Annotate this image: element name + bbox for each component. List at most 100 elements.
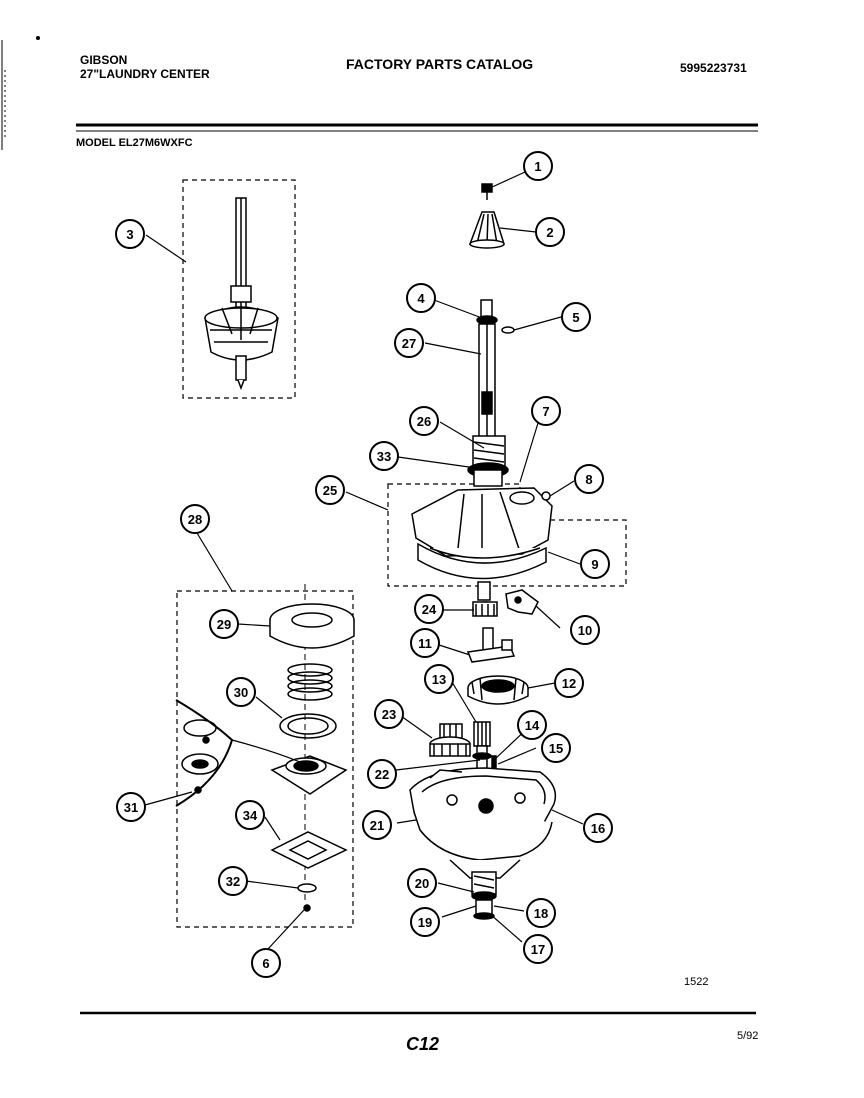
callout-26: 26 [409, 406, 439, 436]
callout-circle [531, 396, 561, 426]
callout-circle [209, 609, 239, 639]
callout-label: 6 [262, 956, 269, 971]
callout-10: 10 [570, 615, 600, 645]
callout-20: 20 [407, 868, 437, 898]
callout-circle [251, 948, 281, 978]
callout-label: 17 [531, 942, 545, 957]
callout-label: 20 [415, 876, 429, 891]
callout-4: 4 [406, 283, 436, 313]
callout-label: 31 [124, 800, 138, 815]
callout-circle [407, 868, 437, 898]
catalog-title: FACTORY PARTS CATALOG [346, 56, 534, 72]
callout-label: 27 [402, 336, 416, 351]
callout-label: 21 [370, 818, 384, 833]
callout-2: 2 [535, 217, 565, 247]
model-number: MODEL EL27M6WXFC [76, 137, 193, 149]
callout-30: 30 [226, 677, 256, 707]
callout-label: 5 [572, 310, 579, 325]
part-29-seal [269, 584, 355, 900]
leader-lines [144, 171, 584, 950]
part-23-gear [429, 723, 471, 757]
callout-32: 32 [218, 866, 248, 896]
box-part-28 [176, 590, 354, 928]
part-25-cover [411, 487, 553, 580]
callout-13: 13 [424, 664, 454, 694]
callout-33: 33 [369, 441, 399, 471]
scan-edge-marks [1, 36, 40, 150]
part-bearing-housing [270, 755, 348, 795]
callout-label: 16 [591, 821, 605, 836]
box-part-25 [387, 483, 627, 587]
callout-label: 4 [417, 291, 425, 306]
callout-31: 31 [116, 792, 146, 822]
part-10-cam [505, 589, 539, 615]
callout-19: 19 [410, 907, 440, 937]
callout-label: 12 [562, 676, 576, 691]
callout-label: 8 [585, 472, 592, 487]
callout-circle [367, 759, 397, 789]
callout-34: 34 [235, 800, 265, 830]
callout-16: 16 [583, 813, 613, 843]
callout-label: 22 [375, 767, 389, 782]
callout-label: 2 [546, 225, 553, 240]
callout-circle [580, 549, 610, 579]
part-24-pinion [472, 581, 498, 617]
callout-circle [414, 594, 444, 624]
callout-circle [424, 664, 454, 694]
callout-18: 18 [526, 898, 556, 928]
brand-block: GIBSON 27"LAUNDRY CENTER [80, 53, 210, 81]
callout-label: 18 [534, 906, 548, 921]
callout-22: 22 [367, 759, 397, 789]
callout-label: 13 [432, 672, 446, 687]
callout-15: 15 [541, 733, 571, 763]
callout-circle [115, 219, 145, 249]
product-name: 27"LAUNDRY CENTER [80, 67, 210, 81]
callout-circle [409, 406, 439, 436]
part-2-cap [468, 211, 506, 249]
gearcase-hub [471, 871, 497, 920]
print-date: 5/92 [737, 1030, 759, 1042]
callout-circle [523, 151, 553, 181]
callout-label: 26 [417, 414, 431, 429]
callout-circle [410, 628, 440, 658]
callout-label: 1 [534, 159, 541, 174]
callout-label: 32 [226, 874, 240, 889]
callout-circle [561, 302, 591, 332]
callout-circle [410, 907, 440, 937]
callout-8: 8 [574, 464, 604, 494]
callout-circle [574, 464, 604, 494]
callout-circle [517, 710, 547, 740]
callout-label: 28 [188, 512, 202, 527]
page-code: C12 [406, 1034, 440, 1054]
callout-24: 24 [414, 594, 444, 624]
callout-circle [523, 934, 553, 964]
callout-12: 12 [554, 668, 584, 698]
callout-11: 11 [410, 628, 440, 658]
catalog-number: 5995223731 [680, 61, 747, 75]
callout-5: 5 [561, 302, 591, 332]
callout-label: 15 [549, 741, 563, 756]
callout-circle [394, 328, 424, 358]
callout-3: 3 [115, 219, 145, 249]
callout-label: 10 [578, 623, 592, 638]
brand-name: GIBSON [80, 53, 128, 67]
callout-circle [315, 475, 345, 505]
callout-circle [362, 810, 392, 840]
callout-circle [535, 217, 565, 247]
callout-circle [526, 898, 556, 928]
part-3-assembly [204, 197, 279, 391]
callout-circle [374, 699, 404, 729]
callout-circles: 1234567891011121314151617181920212223242… [115, 151, 613, 978]
group-boxes [176, 179, 627, 928]
callout-circle [554, 668, 584, 698]
callout-label: 7 [542, 404, 549, 419]
callout-circle [180, 504, 210, 534]
callout-label: 30 [234, 685, 248, 700]
callout-label: 29 [217, 617, 231, 632]
callout-27: 27 [394, 328, 424, 358]
callout-circle [406, 283, 436, 313]
callout-label: 11 [418, 636, 432, 651]
part-21-gearcase [409, 767, 557, 879]
callout-28: 28 [180, 504, 210, 534]
